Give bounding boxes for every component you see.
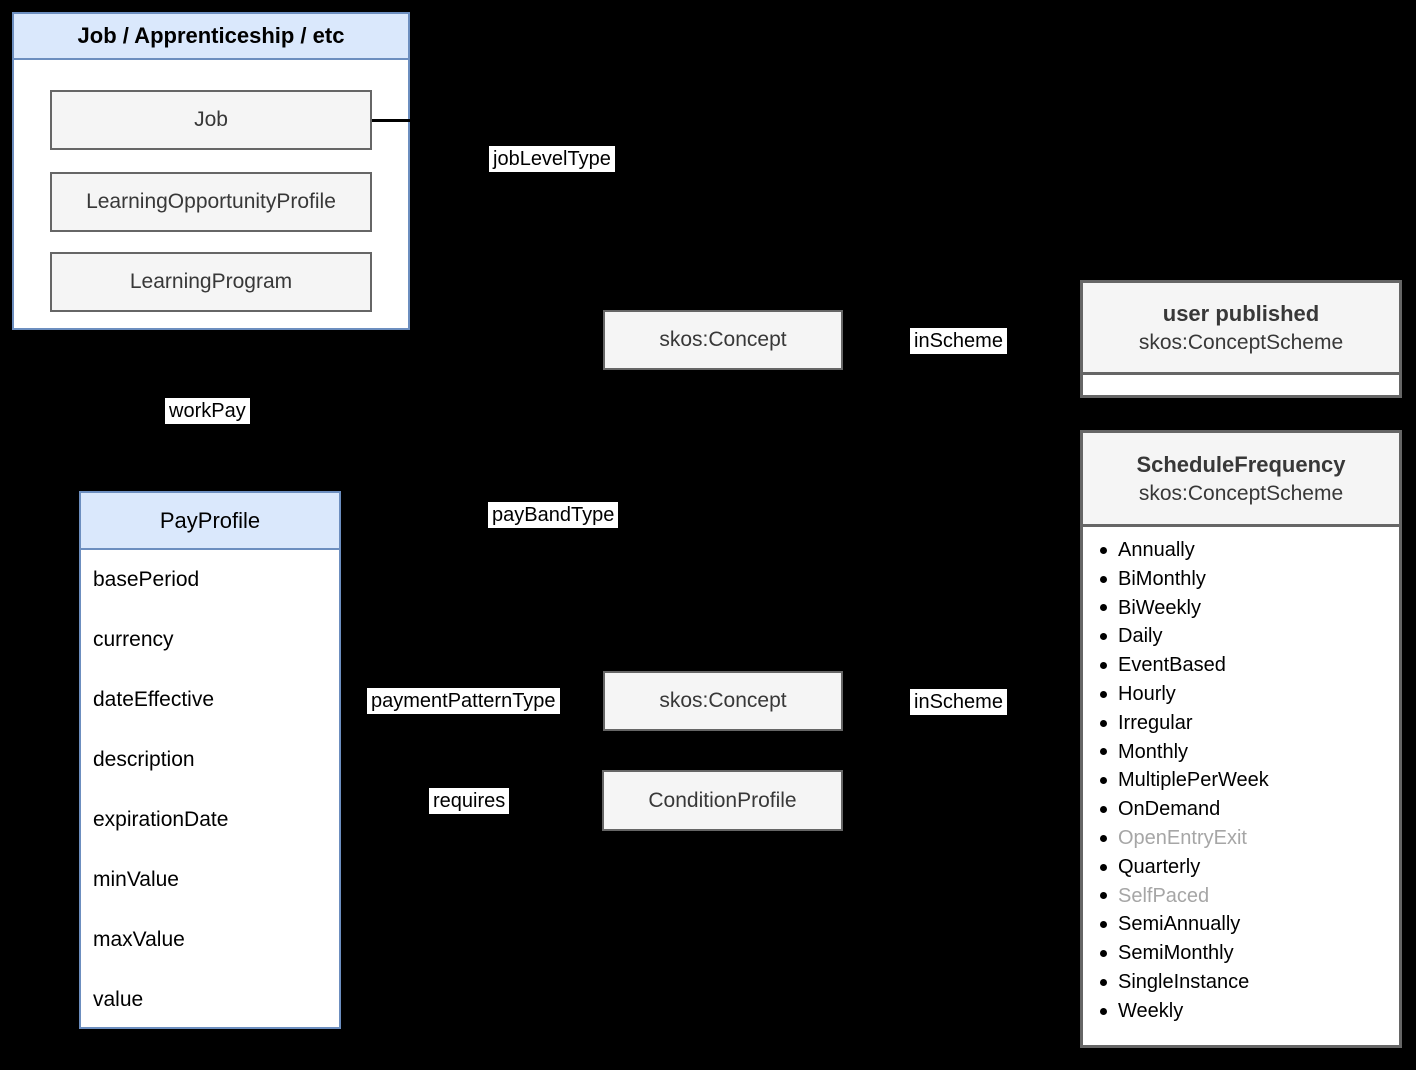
bullet-icon [1100, 950, 1107, 958]
bullet-icon [1100, 604, 1107, 612]
attribute-minvalue: minValue [93, 868, 179, 891]
bullet-icon [1100, 719, 1107, 727]
payprofile-box: PayProfile basePeriod currency dateEffec… [79, 491, 341, 1029]
list-item-label: BiMonthly [1118, 567, 1206, 590]
bullet-icon [1100, 834, 1107, 842]
list-item-label: OpenEntryExit [1118, 826, 1247, 849]
list-item-daily: Daily [1083, 622, 1395, 651]
list-item-openentryexit: OpenEntryExit [1083, 824, 1395, 853]
list-item-monthly: Monthly [1083, 738, 1395, 767]
list-item-quarterly: Quarterly [1083, 853, 1395, 882]
payprofile-attributes: basePeriod currency dateEffective descri… [81, 550, 339, 1030]
list-item-label: SelfPaced [1118, 884, 1210, 907]
bullet-icon [1100, 1007, 1107, 1015]
user-published-subtitle: skos:ConceptScheme [1138, 330, 1344, 354]
list-item-selfpaced: SelfPaced [1083, 882, 1395, 911]
entity-learning-program: LearningProgram [50, 252, 372, 312]
attribute-expirationdate: expirationDate [93, 808, 229, 831]
bullet-icon [1100, 806, 1107, 814]
schedule-frequency-scheme-box: ScheduleFrequency skos:ConceptScheme Ann… [1080, 430, 1402, 1048]
entity-skos-concept-top: skos:Concept [603, 310, 843, 370]
list-item-label: EventBased [1118, 654, 1226, 677]
user-published-title: user published [1162, 300, 1320, 326]
list-item-biweekly: BiWeekly [1083, 594, 1395, 623]
edge-label-paybandtype: payBandType [488, 502, 619, 528]
attribute-description: description [93, 748, 195, 771]
job-container-box: Job / Apprenticeship / etc Job LearningO… [12, 12, 410, 330]
list-item-irregular: Irregular [1083, 709, 1395, 738]
bullet-icon [1100, 546, 1107, 554]
attribute-currency: currency [93, 628, 174, 651]
job-container-title: Job / Apprenticeship / etc [14, 14, 408, 60]
list-item-hourly: Hourly [1083, 680, 1395, 709]
list-item-ondemand: OnDemand [1083, 795, 1395, 824]
bullet-icon [1100, 777, 1107, 785]
attribute-baseperiod: basePeriod [93, 568, 200, 591]
list-item-singleinstance: SingleInstance [1083, 968, 1395, 997]
bullet-icon [1100, 633, 1107, 641]
user-published-body [1083, 375, 1399, 395]
bullet-icon [1100, 690, 1107, 698]
list-item-semiannually: SemiAnnually [1083, 910, 1395, 939]
bullet-icon [1100, 892, 1107, 900]
schedule-frequency-list: Annually BiMonthly BiWeekly Daily EventB… [1083, 527, 1399, 1026]
attribute-maxvalue: maxValue [93, 928, 185, 951]
list-item-label: SingleInstance [1118, 970, 1250, 993]
edge-label-inscheme-top: inScheme [910, 328, 1007, 354]
list-item-weekly: Weekly [1083, 997, 1395, 1026]
list-item-annually: Annually [1083, 536, 1395, 565]
list-item-label: BiWeekly [1118, 596, 1201, 619]
entity-job: Job [50, 90, 372, 150]
list-item-eventbased: EventBased [1083, 651, 1395, 680]
bullet-icon [1100, 748, 1107, 756]
list-item-label: Daily [1118, 625, 1163, 648]
payprofile-title: PayProfile [81, 493, 339, 550]
list-item-label: Hourly [1118, 682, 1176, 705]
entity-learning-opportunity-profile: LearningOpportunityProfile [50, 172, 372, 232]
user-published-scheme-box: user published skos:ConceptScheme [1080, 280, 1402, 398]
bullet-icon [1100, 921, 1107, 929]
attribute-dateeffective: dateEffective [93, 688, 215, 711]
list-item-label: MultiplePerWeek [1118, 769, 1269, 792]
list-item-label: OnDemand [1118, 798, 1221, 821]
schedule-frequency-subtitle: skos:ConceptScheme [1138, 481, 1344, 505]
schedule-frequency-title: ScheduleFrequency [1136, 451, 1346, 477]
list-item-label: Monthly [1118, 740, 1189, 763]
list-item-label: Weekly [1118, 999, 1184, 1022]
user-published-header: user published skos:ConceptScheme [1083, 283, 1399, 375]
list-item-label: Quarterly [1118, 855, 1201, 878]
bullet-icon [1100, 863, 1107, 871]
bullet-icon [1100, 575, 1107, 583]
list-item-bimonthly: BiMonthly [1083, 565, 1395, 594]
connector-job-jobleveltype [372, 119, 410, 122]
bullet-icon [1100, 978, 1107, 986]
list-item-label: SemiAnnually [1118, 913, 1241, 936]
list-item-label: SemiMonthly [1118, 942, 1234, 965]
edge-label-paymentpatterntype: paymentPatternType [367, 688, 560, 714]
entity-condition-profile: ConditionProfile [602, 770, 843, 831]
edge-label-jobleveltype: jobLevelType [489, 146, 615, 172]
list-item-label: Irregular [1118, 711, 1193, 734]
list-item-label: Annually [1118, 539, 1195, 561]
edge-label-inscheme-bottom: inScheme [910, 689, 1007, 715]
edge-label-workpay: workPay [165, 398, 250, 424]
attribute-value: value [93, 988, 144, 1011]
entity-skos-concept-bottom: skos:Concept [603, 671, 843, 731]
list-item-semimonthly: SemiMonthly [1083, 939, 1395, 968]
list-item-multipleperweek: MultiplePerWeek [1083, 766, 1395, 795]
bullet-icon [1100, 662, 1107, 670]
schedule-frequency-header: ScheduleFrequency skos:ConceptScheme [1083, 433, 1399, 527]
edge-label-requires: requires [429, 788, 510, 814]
